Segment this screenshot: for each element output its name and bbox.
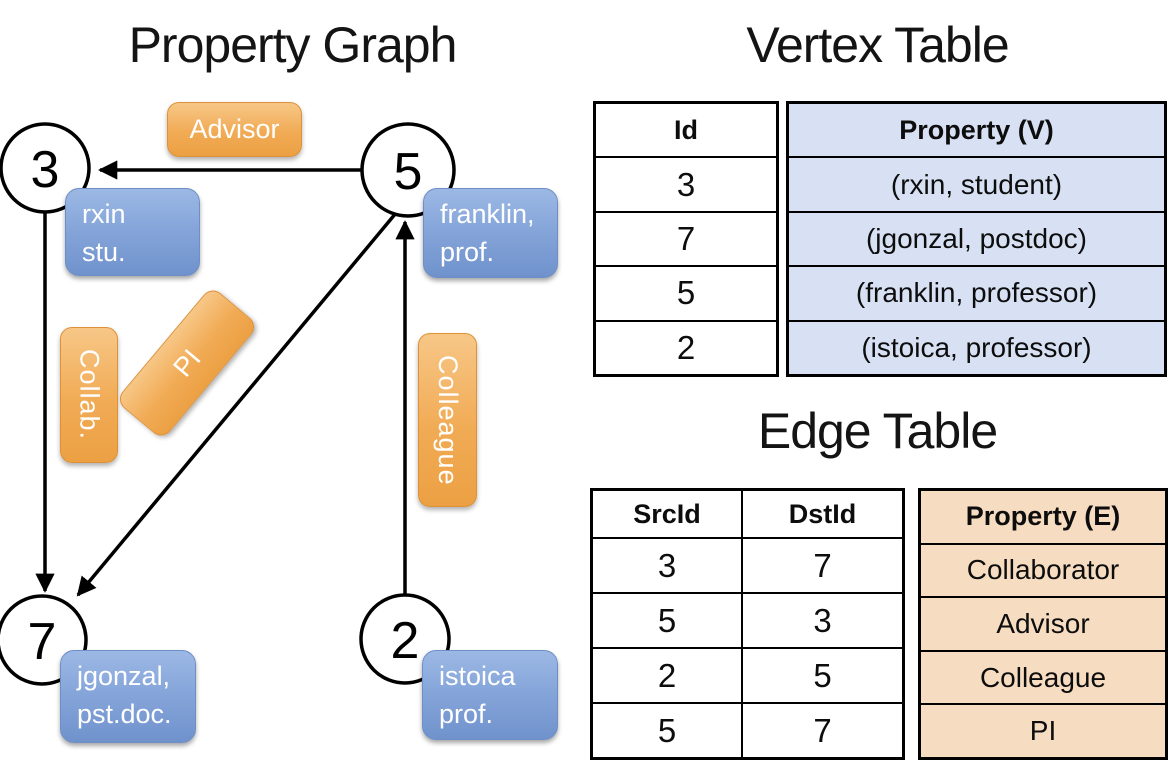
table-cell: PI (921, 705, 1165, 757)
edge-table-property-column: Property (E) Collaborator Advisor Collea… (918, 488, 1168, 760)
vertex-box-jgonzal: jgonzal, pst.doc. (60, 650, 196, 743)
table-cell: 3 (596, 158, 776, 213)
table-cell: Collaborator (921, 544, 1165, 599)
edge-label-collab: Collab. (60, 327, 118, 463)
vertex-box-jgonzal-line1: jgonzal, (77, 661, 171, 691)
vertex-box-istoica-line1: istoica (439, 661, 516, 691)
edge-label-colleague-text: Colleague (433, 354, 463, 486)
table-cell: Advisor (921, 598, 1165, 652)
edge-label-colleague: Colleague (418, 333, 477, 507)
graph-edges-layer (0, 122, 456, 686)
edge-table-header-property: Property (E) (921, 491, 1165, 545)
graph-panel-title: Property Graph (128, 17, 458, 73)
table-cell: 2 (593, 649, 743, 704)
vertex-table-header-id: Id (596, 104, 776, 159)
table-cell: (jgonzal, postdoc) (789, 212, 1164, 268)
node-id-5: 5 (393, 143, 423, 201)
vertex-table-title: Vertex Table (746, 17, 1009, 73)
table-cell: 3 (593, 539, 743, 594)
table-cell: 2 (676, 328, 696, 366)
vertex-box-franklin-line2: prof. (440, 237, 495, 267)
vertex-table-property-column: Property (V) (rxin, student) (jgonzal, p… (786, 101, 1167, 377)
vertex-table-header-property: Property (V) (789, 104, 1164, 159)
edge-label-advisor: Advisor (167, 102, 302, 157)
table-cell: 5 (596, 267, 776, 322)
node-id-2: 2 (390, 612, 420, 670)
table-cell: (istoica, professor) (789, 321, 1164, 375)
vertex-box-rxin-line2: stu. (82, 237, 126, 267)
table-cell: 7 (743, 539, 902, 594)
table-cell: (franklin, professor) (789, 267, 1164, 322)
vertex-table-id-column: Id 3 7 5 2 (593, 101, 779, 377)
node-circle-3 (0, 122, 91, 214)
edge-label-collab-text: Collab. (74, 349, 105, 441)
edge-label-pi-text: PI (166, 343, 207, 383)
vertex-box-rxin-line1: rxin (82, 199, 126, 229)
node-id-7: 7 (27, 613, 57, 671)
vertex-box-istoica-line2: prof. (439, 699, 494, 729)
edge-table-id-columns: SrcId DstId 3 7 5 3 2 5 5 7 (590, 488, 905, 760)
edge-table-title: Edge Table (757, 403, 998, 459)
table-cell: Colleague (921, 651, 1165, 706)
vertex-box-franklin: franklin, prof. (423, 188, 558, 278)
table-cell: 5 (743, 649, 902, 704)
edge-5-to-7-pi (76, 211, 398, 597)
table-cell: 5 (593, 704, 743, 757)
edge-table-header-dstid: DstId (743, 491, 902, 539)
table-cell: 5 (593, 594, 743, 649)
vertex-box-jgonzal-line2: pst.doc. (77, 699, 172, 729)
vertex-box-franklin-line1: franklin, (440, 199, 535, 229)
node-id-3: 3 (30, 141, 60, 199)
table-cell: 7 (813, 711, 832, 749)
table-cell: (rxin, student) (789, 158, 1164, 213)
edge-table-header-srcid: SrcId (593, 491, 743, 539)
table-cell: 7 (596, 213, 776, 268)
edge-label-advisor-text: Advisor (189, 114, 280, 144)
vertex-box-rxin: rxin stu. (65, 188, 200, 276)
vertex-box-istoica: istoica prof. (422, 650, 558, 740)
table-cell: 3 (743, 594, 902, 649)
